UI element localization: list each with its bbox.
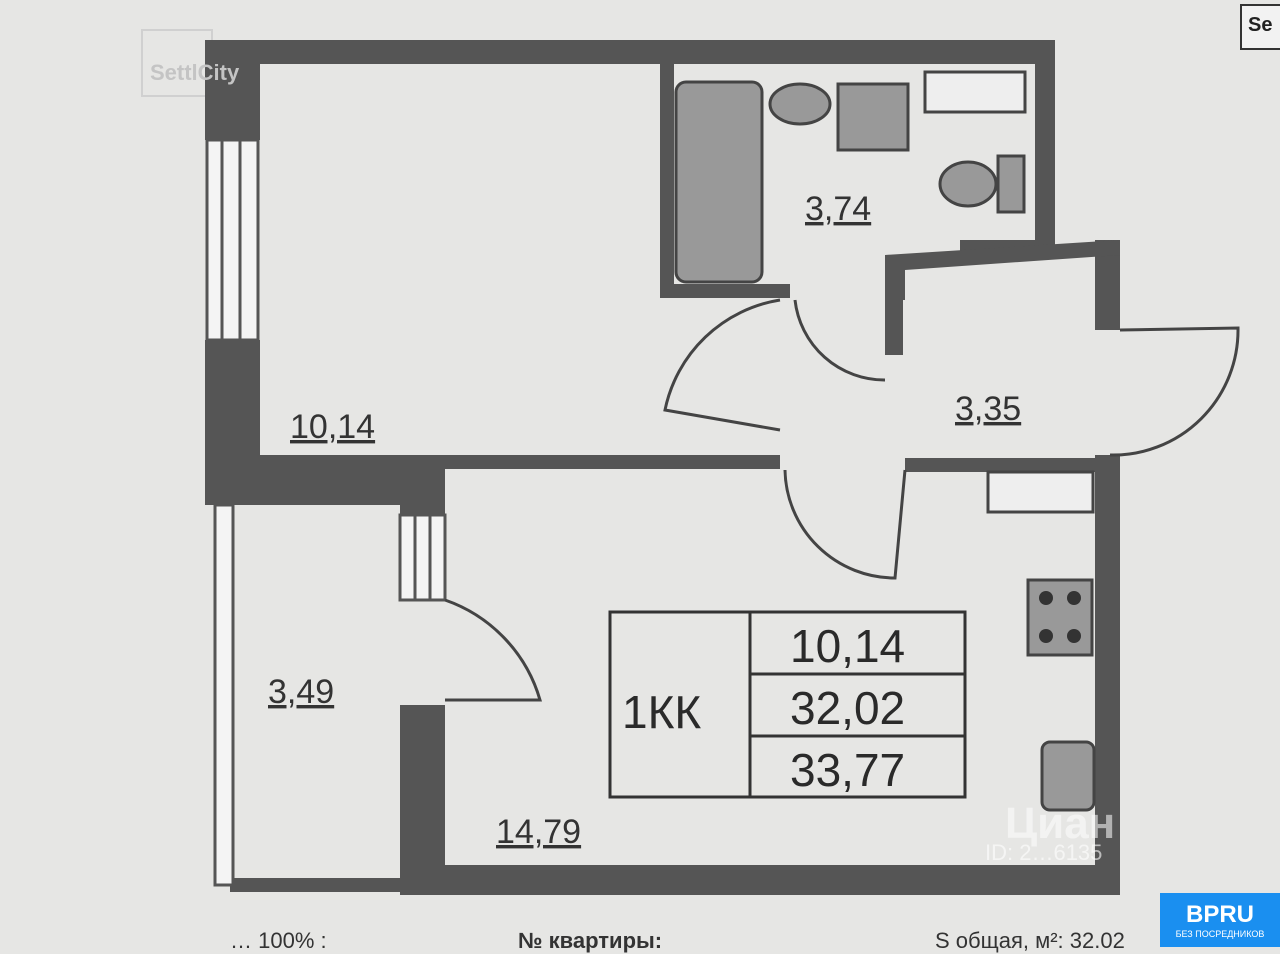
bpru-badge[interactable]: BPRU БЕЗ ПОСРЕДНИКОВ — [1160, 893, 1280, 947]
hallway-area-label: 3,35 — [955, 390, 1021, 428]
window-left — [205, 138, 260, 342]
kitchen-sink-icon — [1040, 740, 1096, 812]
walls — [205, 40, 1120, 895]
stove-burners — [1039, 591, 1081, 643]
kitchen-area-label: 14,79 — [496, 813, 581, 851]
room-area-label: 10,14 — [290, 408, 375, 446]
brand-watermark: SettlCity — [150, 60, 240, 85]
total-area-with-balcony: 33,77 — [790, 744, 905, 796]
total-area-footer: S общая, м²: 32.02 — [935, 928, 1125, 953]
balcony-door — [398, 513, 447, 602]
stove-icon — [1026, 578, 1094, 657]
cian-watermark: Циан — [1005, 799, 1115, 848]
toilet-icon — [938, 160, 998, 208]
badge-title: BPRU — [1185, 901, 1254, 928]
fixtures — [674, 70, 1096, 812]
cian-id-watermark: ID: 2…6135 — [985, 840, 1102, 865]
kitchen-radiator-icon — [986, 470, 1095, 514]
footer-left-text: … 100% : — [230, 928, 327, 953]
door-swings — [444, 298, 1240, 702]
bathroom-area-label: 3,74 — [805, 190, 871, 228]
radiator-icon — [923, 70, 1027, 114]
toilet-tank-icon — [996, 154, 1026, 214]
washing-machine-icon — [836, 82, 910, 152]
living-area: 10,14 — [790, 620, 905, 672]
balcony-glazing — [213, 503, 235, 887]
summary-table — [608, 610, 967, 799]
balcony-area-label: 3,49 — [268, 673, 334, 711]
badge-subtitle: БЕЗ ПОСРЕДНИКОВ — [1175, 929, 1265, 939]
corner-label: Se — [1240, 4, 1280, 50]
bathtub-icon — [674, 80, 764, 284]
sink-icon — [768, 82, 832, 126]
apartment-type: 1КК — [622, 686, 701, 738]
total-area: 32,02 — [790, 682, 905, 734]
apartment-number-label: № квартиры: — [518, 928, 663, 953]
